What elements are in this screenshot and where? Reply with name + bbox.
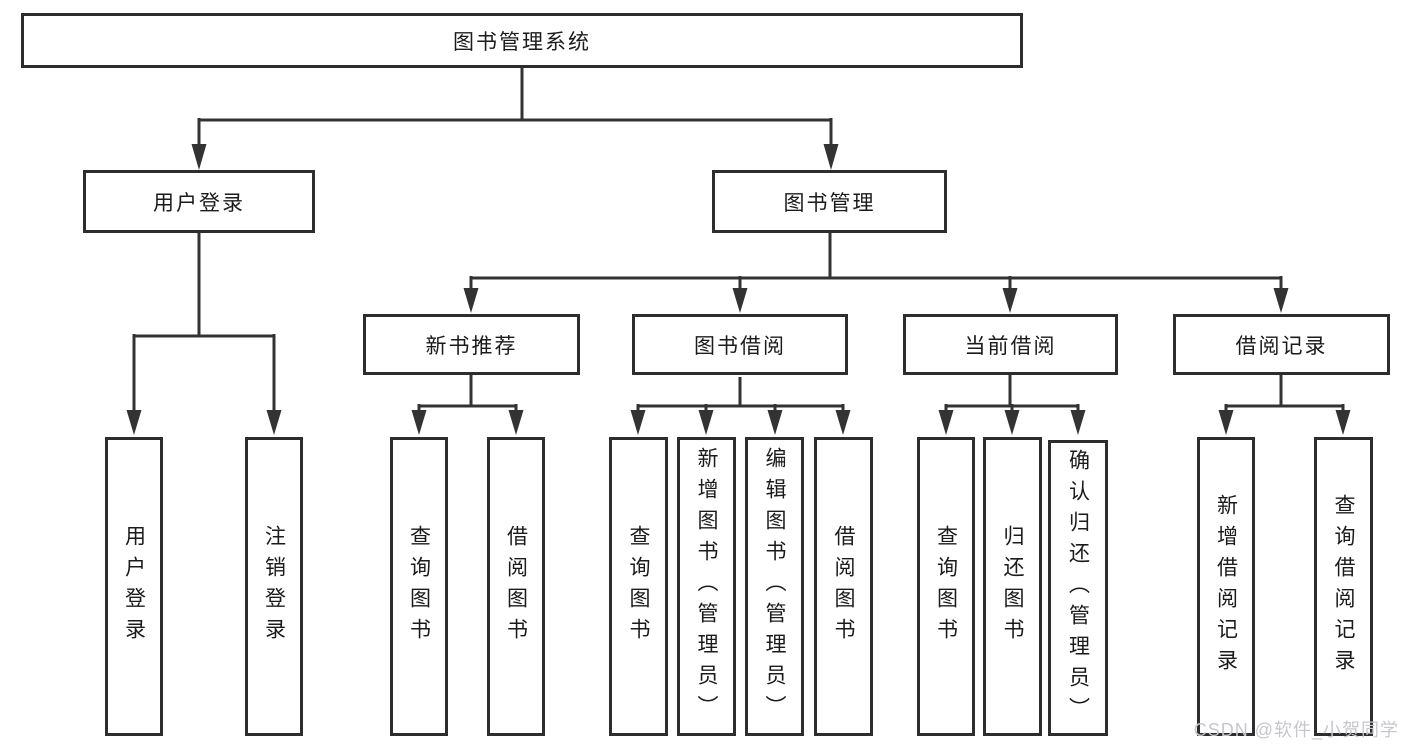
leaf-bb-query-books: 查询图书 xyxy=(609,437,668,736)
leaf-logout: 注销登录 xyxy=(245,437,303,736)
node-label: 用户登录 xyxy=(153,191,245,215)
node-label: 新增借阅记录 xyxy=(1214,493,1238,680)
leaf-cb-return-books: 归还图书 xyxy=(983,437,1042,736)
node-label: 新书推荐 xyxy=(425,334,518,358)
node-label: 查询借阅记录 xyxy=(1332,493,1355,680)
node-label: 编辑图书（管理员） xyxy=(763,447,786,726)
node-book-borrow: 图书借阅 xyxy=(632,314,848,375)
node-label: 图书借阅 xyxy=(694,334,786,358)
leaf-nbr-query-books: 查询图书 xyxy=(390,437,448,736)
leaf-cb-confirm-return-admin: 确认归还（管理员） xyxy=(1048,440,1108,736)
node-label: 借阅记录 xyxy=(1235,334,1328,358)
node-label: 图书管理系统 xyxy=(453,30,591,54)
leaf-user-login: 用户登录 xyxy=(105,437,163,736)
leaf-nbr-borrow-books: 借阅图书 xyxy=(487,437,545,736)
node-label: 借阅图书 xyxy=(832,524,855,649)
leaf-cb-query-books: 查询图书 xyxy=(917,437,975,736)
node-label: 归还图书 xyxy=(1001,524,1024,649)
leaf-bb-add-books-admin: 新增图书（管理员） xyxy=(677,437,736,736)
node-current-borrow: 当前借阅 xyxy=(903,314,1118,375)
node-label: 用户登录 xyxy=(122,524,146,649)
leaf-bb-edit-books-admin: 编辑图书（管理员） xyxy=(745,437,804,736)
leaf-bb-borrow-books: 借阅图书 xyxy=(814,437,873,736)
node-label: 当前借阅 xyxy=(964,334,1057,358)
node-label: 注销登录 xyxy=(262,524,286,649)
csdn-watermark: CSDN @软件_小贺同学 xyxy=(1193,720,1399,740)
node-label: 查询图书 xyxy=(934,524,958,649)
node-label: 图书管理 xyxy=(783,191,876,215)
node-label: 新增图书（管理员） xyxy=(695,447,718,726)
node-label: 查询图书 xyxy=(407,524,431,649)
node-book-management: 图书管理 xyxy=(712,170,947,233)
leaf-br-add-record: 新增借阅记录 xyxy=(1197,437,1255,736)
node-label: 确认归还（管理员） xyxy=(1066,448,1090,728)
node-root-system: 图书管理系统 xyxy=(21,13,1023,68)
node-label: 查询图书 xyxy=(627,524,650,649)
node-borrow-records: 借阅记录 xyxy=(1173,314,1390,375)
node-new-book-recommend: 新书推荐 xyxy=(363,314,580,375)
node-label: 借阅图书 xyxy=(504,524,528,649)
leaf-br-query-record: 查询借阅记录 xyxy=(1314,437,1373,736)
node-user-login: 用户登录 xyxy=(83,170,315,233)
